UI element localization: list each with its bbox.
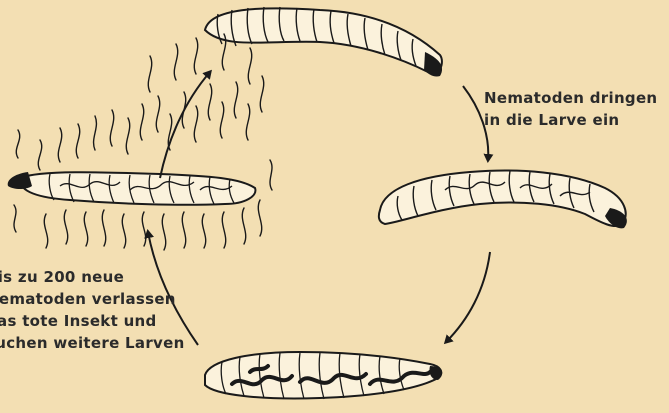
arrow-left-to-top bbox=[160, 72, 210, 178]
annotation-left-line1: Bis zu 200 neue bbox=[0, 266, 185, 288]
larva-top bbox=[205, 7, 442, 77]
annotation-nematodes-leave: Bis zu 200 neue Nematoden verlassen das … bbox=[0, 266, 185, 354]
larva-bottom bbox=[205, 352, 442, 399]
annotation-nematodes-enter: Nematoden dringen in die Larve ein bbox=[484, 87, 657, 131]
annotation-left-line3: das tote Insekt und bbox=[0, 310, 185, 332]
escaping-nematodes bbox=[14, 34, 272, 250]
annotation-right-line2: in die Larve ein bbox=[484, 109, 657, 131]
annotation-left-line4: suchen weitere Larven bbox=[0, 332, 185, 354]
larva-left bbox=[8, 172, 256, 205]
larva-right bbox=[379, 171, 627, 229]
arrow-right-to-bottom bbox=[446, 252, 490, 342]
annotation-right-line1: Nematoden dringen bbox=[484, 87, 657, 109]
annotation-left-line2: Nematoden verlassen bbox=[0, 288, 185, 310]
